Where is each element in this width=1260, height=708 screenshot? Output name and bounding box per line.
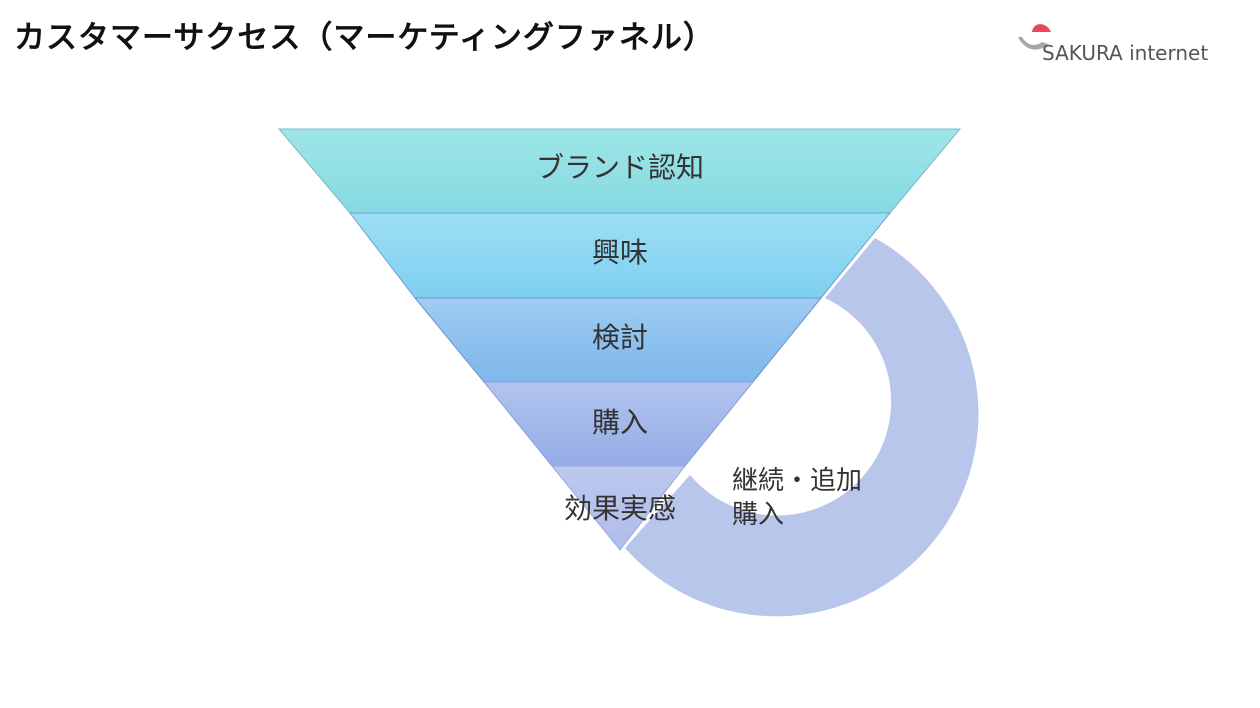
- logo-text: SAKURA internet: [1042, 41, 1209, 65]
- funnel-stage-label: ブランド認知: [536, 151, 704, 184]
- page-title: カスタマーサクセス（マーケティングファネル）: [14, 20, 715, 56]
- funnel-stage-effect: [550, 465, 687, 551]
- continuation-loop-arc: [625, 238, 979, 617]
- sakura-internet-logo: SAKURA internet: [1016, 20, 1246, 70]
- funnel-stage-label: 検討: [592, 321, 648, 354]
- loop-label-line-2: 購入: [732, 500, 784, 530]
- funnel-stage-label: 効果実感: [564, 492, 676, 525]
- funnel-stage-label: 購入: [592, 406, 648, 439]
- sakura-logo-icon: [1018, 24, 1051, 50]
- loop-label-line-1: 継続・追加: [732, 466, 862, 496]
- funnel-stage-label: 興味: [592, 236, 648, 269]
